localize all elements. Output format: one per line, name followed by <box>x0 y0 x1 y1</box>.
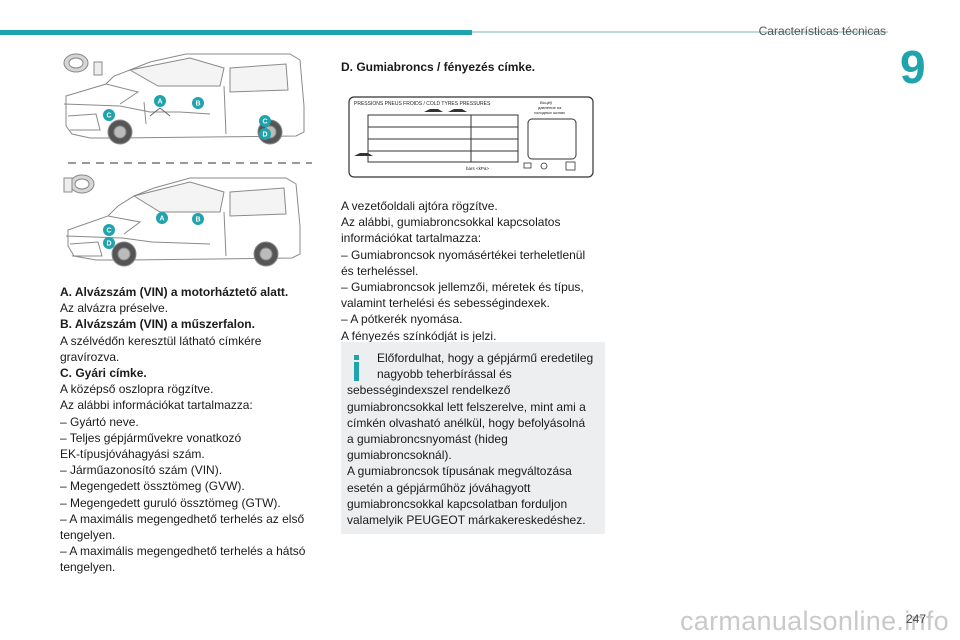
label-cyr-3: холодных шинах <box>534 110 565 115</box>
note-line: a gumiabroncsnyomást (hideg <box>347 432 508 447</box>
svg-text:B: B <box>195 101 200 108</box>
right-column-text: A vezetőoldali ajtóra rögzítve. Az alább… <box>341 198 609 344</box>
svg-text:D: D <box>106 241 111 248</box>
list-item: – A maximális megengedhető terhelés az e… <box>60 511 305 526</box>
label-top-text: PRESSIONS PNEUS FROIDS / COLD TYRES PRES… <box>354 101 491 107</box>
list-item: – Gyártó neve. <box>60 414 139 429</box>
header-rule <box>472 31 888 33</box>
text-line: információkat tartalmazza: <box>341 231 482 246</box>
page-number: 247 <box>906 612 927 626</box>
van-side-view-lower <box>65 177 301 267</box>
svg-text:D: D <box>262 132 267 139</box>
vehicle-illustration: A B C C D A B C D <box>63 53 312 267</box>
note-line: A gumiabroncsok típusának megváltozása <box>347 464 572 479</box>
svg-text:A: A <box>157 99 162 106</box>
callout-d: D <box>103 237 115 249</box>
text-line: A szélvédőn keresztül látható címkére <box>60 333 262 348</box>
header-accent-bar <box>0 30 472 35</box>
list-item: – Járműazonosító szám (VIN). <box>60 463 223 478</box>
label-cyr-2: давление на <box>538 105 562 110</box>
svg-text:A: A <box>159 216 164 223</box>
callout-a: A <box>154 95 166 107</box>
callout-b: B <box>192 97 204 109</box>
text-line: Az alvázra préselve. <box>60 301 169 316</box>
left-column-text: A. Alvázszám (VIN) a motorháztető alatt.… <box>60 284 328 576</box>
svg-text:B: B <box>195 217 200 224</box>
label-units: bars <kPa> <box>466 166 489 171</box>
note-line: gumiabroncsokkal lett felszerelve, mint … <box>347 399 586 414</box>
note-line: valamelyik PEUGEOT márkakereskedéshez. <box>347 513 586 528</box>
info-icon <box>353 355 359 381</box>
list-item: – Megengedett össztömeg (GVW). <box>60 479 245 494</box>
tyre-pressure-label-figure: PRESSIONS PNEUS FROIDS / COLD TYRES PRES… <box>348 96 594 178</box>
text-line: A fényezés színkódját is jelzi. <box>341 328 497 343</box>
list-item: valamint terhelési és sebességindexek. <box>341 296 550 311</box>
note-line: esetén a gépjárműhöz jóváhagyott <box>347 480 531 495</box>
list-item: tengelyen. <box>60 528 116 543</box>
text-line: Az alábbi, gumiabroncsokkal kapcsolatos <box>341 215 561 230</box>
list-item: – Megengedett guruló össztömeg (GTW). <box>60 495 281 510</box>
steering-wheel-icon <box>63 53 103 76</box>
list-item: tengelyen. <box>60 560 116 575</box>
callout-d: D <box>259 128 271 140</box>
text-line: gravírozva. <box>60 349 120 364</box>
list-item: – A maximális megengedhető terhelés a há… <box>60 544 306 559</box>
text-line: A vezetőoldali ajtóra rögzítve. <box>341 199 498 213</box>
callout-a: A <box>156 212 168 224</box>
callout-c: C <box>103 224 115 236</box>
callout-c: C <box>259 115 271 127</box>
chapter-number: 9 <box>900 41 926 93</box>
vin-engine-heading: A. Alvázszám (VIN) a motorháztető alatt. <box>60 285 289 299</box>
note-line: nagyobb teherbírással és <box>377 367 512 382</box>
van-side-view-upper <box>63 53 305 145</box>
list-item: és terheléssel. <box>341 263 419 278</box>
list-item: – Gumiabroncsok jellemzői, méretek és tí… <box>341 280 584 295</box>
text-line: Az alábbi információkat tartalmazza: <box>60 398 253 413</box>
tyre-label-heading: D. Gumiabroncs / fényezés címke. <box>341 60 536 74</box>
note-line: gumiabroncsoknál). <box>347 448 452 463</box>
note-line: címkén olvasható anélkül, hogy befolyáso… <box>347 415 586 430</box>
note-line: sebességindexszel rendelkező <box>347 383 511 398</box>
list-item: EK-típusjóváhagyási szám. <box>60 447 205 462</box>
list-item: – A pótkerék nyomása. <box>341 312 463 327</box>
svg-text:C: C <box>262 119 267 126</box>
list-item: – Gumiabroncsok nyomásértékei terheletle… <box>341 247 586 262</box>
info-note-box: Előfordulhat, hogy a gépjármű eredetileg… <box>341 342 605 534</box>
callout-b: B <box>192 213 204 225</box>
steering-wheel-icon <box>63 174 95 194</box>
svg-text:C: C <box>106 113 111 120</box>
section-title: Características técnicas <box>758 24 886 38</box>
note-line: gumiabroncsokkal kapcsolatban forduljon <box>347 496 568 511</box>
svg-text:C: C <box>106 228 111 235</box>
vin-dashboard-heading: B. Alvázszám (VIN) a műszerfalon. <box>60 317 255 332</box>
label-cyr-1: Вісцёў <box>540 100 552 105</box>
callout-c: C <box>103 109 115 121</box>
list-item: – Teljes gépjárművekre vonatkozó <box>60 430 242 445</box>
note-line: Előfordulhat, hogy a gépjármű eredetileg <box>377 351 594 365</box>
text-line: A középső oszlopra rögzítve. <box>60 382 214 397</box>
factory-label-heading: C. Gyári címke. <box>60 366 147 381</box>
watermark: carmanualsonline.info <box>680 606 949 636</box>
